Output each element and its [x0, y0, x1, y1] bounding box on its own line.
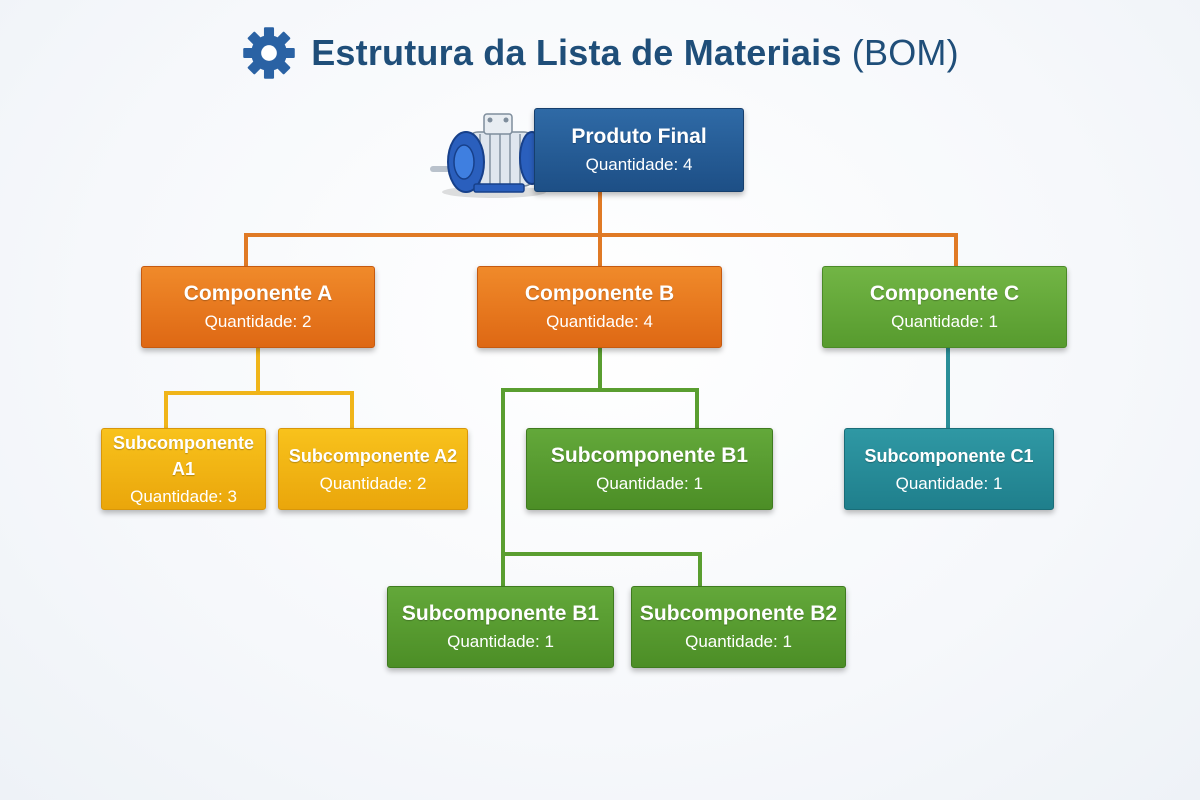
node-subcomponente-b1-top: Subcomponente B1 Quantidade: 1 — [526, 428, 773, 510]
title-paren: (BOM) — [851, 32, 959, 73]
node-name: Subcomponente B1 — [550, 443, 749, 467]
node-quantity: Quantidade: 1 — [895, 473, 1003, 493]
node-quantity: Quantidade: 3 — [130, 486, 237, 506]
node-name: Componente B — [524, 281, 675, 305]
node-name: Subcomponente C1 — [864, 445, 1034, 466]
node-name: Componente A — [183, 281, 333, 305]
node-name: Subcomponente A1 — [112, 432, 254, 479]
node-quantity: Quantidade: 2 — [204, 311, 312, 331]
title-text: Estrutura da Lista de Materiais (BOM) — [311, 32, 959, 74]
node-subcomponente-c1: Subcomponente C1 Quantidade: 1 — [844, 428, 1054, 510]
comp-a-connectors — [164, 346, 354, 430]
node-name: Subcomponente A2 — [288, 445, 458, 466]
node-name: Subcomponente B2 — [639, 601, 838, 625]
node-quantity: Quantidade: 1 — [447, 631, 554, 651]
node-quantity: Quantidade: 1 — [891, 311, 998, 331]
node-componente-c: Componente C Quantidade: 1 — [822, 266, 1067, 348]
node-quantity: Quantidade: 4 — [546, 311, 653, 331]
node-componente-a: Componente A Quantidade: 2 — [141, 266, 375, 348]
node-quantity: Quantidade: 2 — [319, 473, 427, 493]
node-componente-b: Componente B Quantidade: 4 — [477, 266, 722, 348]
node-quantity: Quantidade: 1 — [596, 473, 703, 493]
comp-b-connectors — [501, 346, 702, 588]
gear-icon — [243, 27, 295, 79]
node-name: Componente C — [869, 281, 1020, 305]
produto-connectors — [244, 190, 958, 268]
electric-motor-icon — [430, 113, 546, 198]
node-name: Produto Final — [571, 124, 707, 148]
node-subcomponente-a2: Subcomponente A2 Quantidade: 2 — [278, 428, 468, 510]
node-name: Subcomponente B1 — [401, 601, 600, 625]
node-quantity: Quantidade: 4 — [585, 154, 693, 174]
node-quantity: Quantidade: 1 — [685, 631, 792, 651]
node-produto-final: Produto Final Quantidade: 4 — [534, 108, 744, 192]
node-subcomponente-b2: Subcomponente B2 Quantidade: 1 — [631, 586, 846, 668]
title-main: Estrutura da Lista de Materiais — [311, 32, 842, 73]
diagram-title: Estrutura da Lista de Materiais (BOM) — [0, 27, 1200, 79]
node-subcomponente-a1: Subcomponente A1 Quantidade: 3 — [101, 428, 266, 510]
node-subcomponente-b1-bottom: Subcomponente B1 Quantidade: 1 — [387, 586, 614, 668]
